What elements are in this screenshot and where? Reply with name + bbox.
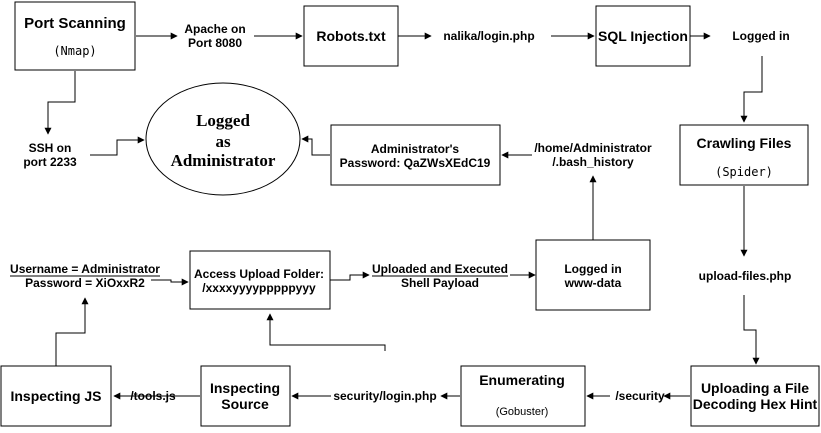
label-line: SSH on	[29, 141, 72, 155]
edge-creds-uploadfolder	[151, 278, 189, 286]
node-enumerating: Enumerating (Gobuster)	[460, 365, 586, 427]
node-line: Access Upload Folder:	[194, 267, 324, 281]
label-line: /.bash_history	[552, 155, 634, 169]
label-line: Uploaded and Executed	[372, 262, 508, 276]
node-line: Inspecting	[210, 380, 280, 396]
label-security-login: security/login.php	[333, 389, 436, 403]
node-upload-folder: Access Upload Folder: /xxxxyyyypppppyyy	[189, 250, 331, 310]
node-title: Crawling Files	[697, 135, 792, 151]
label-shell-payload: Uploaded and Executed Shell Payload	[372, 262, 508, 290]
node-www-data: Logged in www-data	[535, 239, 651, 311]
node-inspecting-source: Inspecting Source	[200, 365, 291, 427]
label-line: Port 8080	[188, 36, 242, 50]
label-security: /security	[615, 389, 665, 403]
label-apache: Apache on Port 8080	[184, 22, 245, 50]
label-nalika: nalika/login.php	[443, 29, 534, 43]
node-line: Administrator	[171, 151, 276, 170]
node-line: Logged	[196, 111, 250, 130]
edge-portscan-ssh	[44, 71, 76, 135]
edge-adminpass-loggedadmin	[301, 135, 330, 156]
edge-uploadfiles-uploadhex	[743, 295, 760, 365]
node-title: Enumerating	[479, 372, 565, 388]
label-line: Password = XiOxxR2	[25, 276, 145, 290]
node-title: Robots.txt	[316, 28, 386, 44]
edges	[44, 32, 763, 400]
node-title: Port Scanning	[24, 15, 126, 32]
edge-loggedin-crawling	[740, 56, 763, 123]
node-crawling-files: Crawling Files (Spider)	[679, 124, 809, 186]
node-subtitle: (Nmap)	[53, 44, 96, 58]
label-line: port 2233	[23, 155, 77, 169]
node-line: /xxxxyyyypppppyyy	[202, 281, 316, 295]
node-subtitle: (Gobuster)	[496, 406, 549, 418]
node-sql-injection: SQL Injection	[595, 5, 691, 67]
node-upload-hex: Uploading a File Decoding Hex Hint	[690, 365, 820, 427]
label-upload-files: upload-files.php	[699, 269, 792, 283]
node-line: Administrator's	[371, 142, 460, 156]
label-credentials: Username = Administrator Password = XiOx…	[10, 262, 160, 290]
label-ssh: SSH on port 2233	[23, 141, 77, 169]
node-line: www-data	[564, 276, 622, 290]
node-logged-as-admin: Logged as Administrator	[145, 82, 301, 196]
node-title: Inspecting JS	[10, 388, 101, 404]
node-line: Decoding Hex Hint	[693, 396, 818, 412]
label-line: Shell Payload	[401, 276, 479, 290]
node-inspecting-js: Inspecting JS	[0, 365, 112, 427]
edge-inspectjs-creds	[55, 297, 89, 366]
node-line: as	[215, 132, 231, 151]
edge-ssh-loggedadmin	[90, 136, 145, 156]
edge-seclogin-uploadfolder	[266, 313, 386, 351]
label-line: Username = Administrator	[10, 262, 160, 276]
edge-uploadfolder-shell	[330, 271, 370, 281]
node-subtitle: (Spider)	[715, 165, 773, 179]
label-bash-history: /home/Administrator /.bash_history	[534, 141, 652, 169]
label-tools-js: /tools.js	[130, 389, 176, 403]
node-robots: Robots.txt	[303, 5, 399, 67]
node-line: Password: QaZWsXEdC19	[340, 156, 491, 170]
node-line: Logged in	[564, 262, 621, 276]
node-admin-password: Administrator's Password: QaZWsXEdC19	[330, 124, 501, 186]
node-title: SQL Injection	[598, 28, 688, 44]
label-logged-in: Logged in	[732, 29, 789, 43]
node-port-scanning: Port Scanning (Nmap)	[14, 1, 136, 71]
label-line: Apache on	[184, 22, 245, 36]
node-line: Uploading a File	[701, 380, 809, 396]
node-line: Source	[221, 396, 269, 412]
label-line: /home/Administrator	[534, 141, 652, 155]
